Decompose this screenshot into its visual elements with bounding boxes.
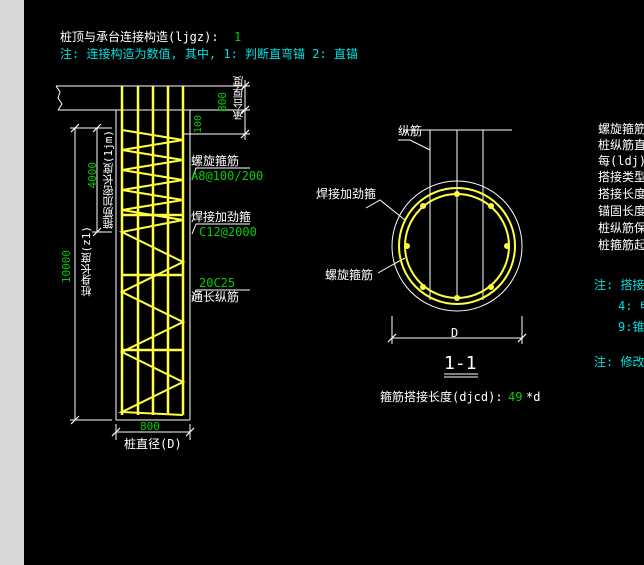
long-bar-spec[interactable]: 20C25 [199, 276, 236, 290]
right-line-8: 桩箍筋起 [598, 238, 644, 252]
lap-length-unit: *d [526, 390, 541, 404]
cap-break-line [55, 85, 63, 111]
stiffener-hoops [122, 213, 183, 352]
section-long-bar-label: 纵筋 [398, 124, 423, 138]
right-line-4: 搭接类型 [598, 170, 644, 184]
right-line-3: 每(ldj) [598, 154, 644, 168]
right-option-9: 9:锥 [618, 320, 644, 334]
long-bar-label: 通长纵筋 [191, 290, 240, 304]
diameter-label: 桩直径(D) [124, 437, 182, 451]
section-dim-label: D [451, 326, 459, 340]
embed-value[interactable]: 100 [193, 115, 204, 134]
section-weld-label: 焊接加劲箍 [316, 187, 377, 201]
connection-note: 注: 连接构造为数值, 其中, 1: 判断直弯锚 2: 直锚 [60, 47, 358, 61]
connection-title-value[interactable]: 1 [234, 30, 242, 44]
left-gutter [0, 0, 24, 565]
spiral-hoop-label: 螺旋箍筋 [191, 154, 240, 168]
right-line-1: 螺旋箍筋 [598, 122, 644, 136]
cap-thickness-value[interactable]: 800 [216, 92, 229, 112]
dense-length-value[interactable]: 4000 [86, 162, 99, 189]
right-note-1: 注: 搭接 [594, 278, 644, 292]
section-spiral-label: 螺旋箍筋 [325, 268, 374, 282]
dense-length-label: 箍筋加密长度(1jm) [102, 130, 115, 230]
weld-hoop-label: 焊接加劲箍 [191, 210, 252, 224]
right-line-7: 桩纵筋保 [598, 221, 644, 235]
weld-hoop-spec[interactable]: C12@2000 [199, 225, 257, 239]
cad-canvas [24, 0, 644, 565]
right-line-2: 桩纵筋直 [598, 138, 644, 152]
spiral-hoop-spec[interactable]: A8@100/200 [191, 169, 264, 183]
section-title: 1-1 [444, 353, 477, 374]
right-line-5: 搭接长度 [598, 187, 644, 201]
right-line-6: 锚固长度 [598, 204, 644, 218]
cap-thickness-label: 承台厚度 [232, 76, 245, 120]
connection-title-label: 桩顶与承台连接构造(ljgz): [60, 30, 219, 44]
lap-length-label: 箍筋搭接长度(djcd): [380, 390, 503, 404]
right-option-4: 4: 电 [618, 299, 644, 313]
right-note-2: 注: 修改 [594, 355, 644, 369]
pile-length-label: 桩身长度(z1) [80, 226, 93, 297]
section-bars [404, 191, 510, 301]
diameter-value[interactable]: 800 [140, 420, 160, 433]
pile-length-value[interactable]: 10000 [60, 250, 73, 284]
lap-length-value[interactable]: 49 [508, 390, 523, 404]
